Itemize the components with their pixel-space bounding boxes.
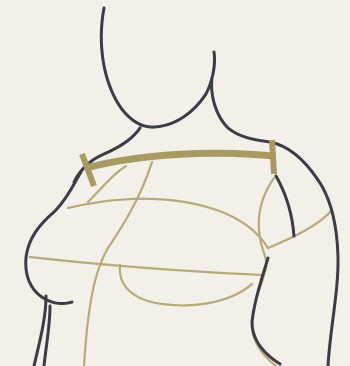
left-body-outline — [26, 170, 82, 304]
guide-lines — [30, 162, 332, 366]
bust-line — [30, 257, 264, 275]
arm-guide-line — [268, 210, 332, 248]
right-arm-outline — [318, 180, 338, 366]
right-measurement-cap — [272, 140, 274, 174]
neck-right-outline — [212, 78, 318, 180]
chest-arc-line — [68, 199, 268, 248]
shoulder-measurement-line — [86, 153, 274, 168]
body-outline-icon — [26, 8, 338, 366]
right-inner-arm-outline — [276, 176, 294, 236]
head-outline — [101, 8, 214, 127]
